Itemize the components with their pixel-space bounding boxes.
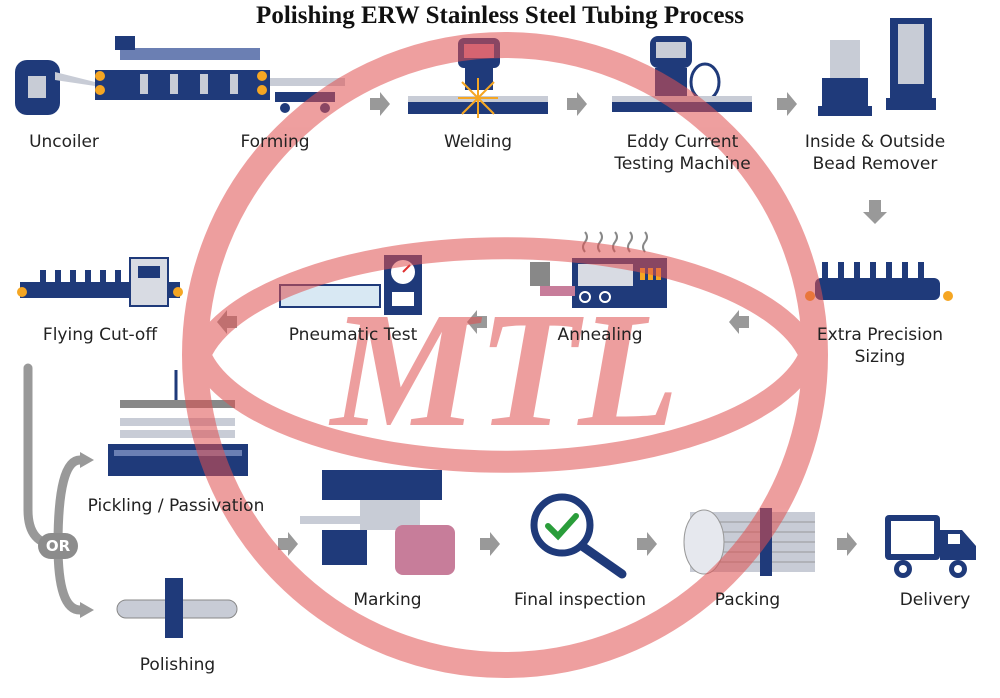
label-pneumatic: Pneumatic Test — [288, 325, 418, 345]
sizing-machine — [805, 262, 953, 301]
arrow-right-icon — [480, 532, 500, 556]
label-annealing: Annealing — [557, 325, 643, 345]
arrow-left-icon — [467, 310, 487, 334]
label-pickling: Pickling / Passivation — [87, 496, 265, 516]
arrow-right-icon — [370, 92, 390, 116]
magnifier-check-icon — [530, 493, 627, 579]
label-packing: Packing — [714, 590, 781, 610]
label-eddy-line2: Testing Machine — [614, 154, 751, 174]
arrow-right-icon — [777, 92, 797, 116]
arrow-right-icon — [637, 532, 657, 556]
label-bead-line1: Inside & Outside — [804, 132, 946, 152]
label-inspection: Final inspection — [513, 590, 647, 610]
marking-machine — [300, 470, 455, 575]
label-bead-line2: Bead Remover — [812, 154, 938, 174]
arrow-left-icon — [729, 310, 749, 334]
branch-arrowheads — [80, 452, 94, 618]
forming-machine — [95, 36, 345, 113]
label-sizing-line2: Sizing — [854, 347, 906, 367]
flying-cutoff-machine — [17, 257, 183, 307]
label-forming: Forming — [240, 132, 310, 152]
arrow-right-icon — [567, 92, 587, 116]
bead-remover-machine — [818, 18, 936, 116]
label-uncoiler: Uncoiler — [29, 132, 99, 152]
watermark-logo: MTL — [182, 32, 828, 678]
label-marking: Marking — [353, 590, 422, 610]
polishing-station — [116, 578, 238, 638]
uncoiler-machine — [15, 60, 95, 115]
arrow-right-icon — [837, 532, 857, 556]
or-badge: OR — [38, 533, 78, 559]
arrow-down-icon — [863, 200, 887, 224]
watermark-text: MTL — [328, 278, 679, 461]
delivery-truck-icon — [885, 515, 976, 578]
label-welding: Welding — [443, 132, 513, 152]
or-branch-lines — [23, 363, 85, 615]
label-delivery: Delivery — [899, 590, 971, 610]
arrow-right-icon — [278, 532, 298, 556]
label-polishing: Polishing — [139, 655, 216, 675]
label-cutoff: Flying Cut-off — [42, 325, 158, 345]
label-sizing-line1: Extra Precision — [816, 325, 944, 345]
diagram-title: Polishing ERW Stainless Steel Tubing Pro… — [256, 2, 744, 29]
label-eddy-line1: Eddy Current — [626, 132, 739, 152]
